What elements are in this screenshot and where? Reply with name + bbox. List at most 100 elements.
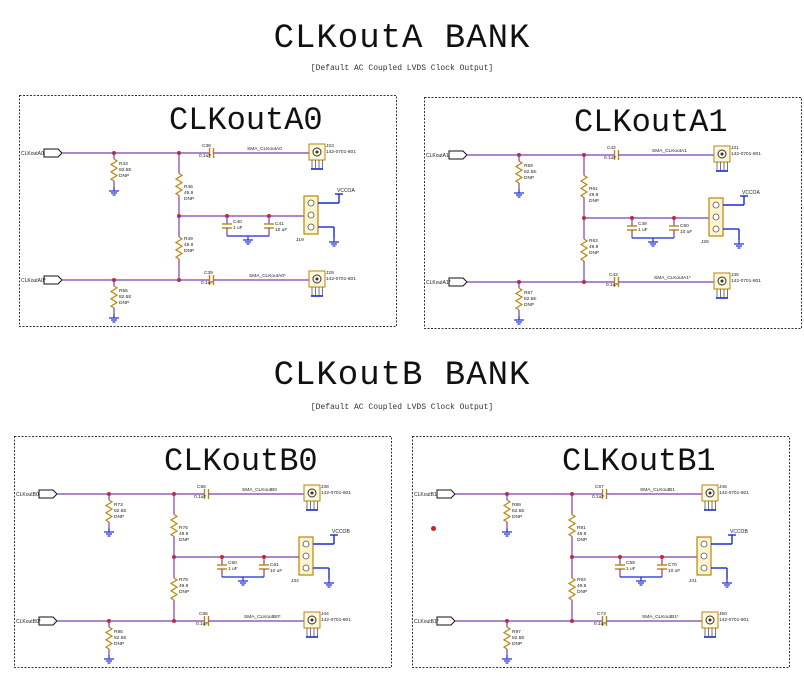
resistor-value: 49.9	[184, 242, 194, 248]
cap-label: C43	[609, 272, 618, 278]
resistor-symbol	[567, 577, 577, 601]
cap-label: C73	[597, 611, 606, 617]
resistor-value: 82.5E	[114, 508, 127, 514]
resistor-symbol	[174, 172, 184, 197]
panel-title: CLKoutB0	[164, 443, 318, 480]
resistor-dnp: DNP	[184, 248, 194, 254]
resistor-dnp: DNP	[114, 641, 124, 647]
resistor-label: R76	[179, 525, 188, 531]
stray-dot	[431, 526, 436, 531]
sma-connector-icon	[312, 147, 322, 157]
header-pin-icon	[700, 564, 708, 572]
port-flag-icon	[43, 148, 63, 158]
cap-value: 0.1uF	[199, 153, 211, 159]
connector-label: J50	[719, 611, 727, 617]
cap-label: C50	[680, 223, 689, 229]
resistor-label: R55	[119, 288, 128, 294]
cap-value: 0.1uF	[604, 155, 616, 161]
net-label: SMA_CLKoutA0*	[249, 273, 286, 279]
resistor-symbol	[514, 160, 524, 184]
resistor-value: 82.5E	[119, 294, 132, 300]
sma-connector-icon	[310, 618, 314, 622]
header-pin-icon	[712, 213, 720, 221]
header-label: J41	[689, 578, 697, 584]
sma-connector-icon	[307, 615, 317, 625]
panel-border	[424, 97, 802, 329]
panel-border	[412, 436, 790, 668]
sma-connector-icon	[315, 150, 319, 154]
sma-connector-icon	[312, 274, 322, 284]
port-flag-icon	[448, 150, 468, 160]
cap-label: C70	[668, 562, 677, 568]
resistor-symbol	[104, 499, 114, 523]
port-label-negative: CLKoutB1*	[414, 619, 439, 625]
cap-value: 0.1uF	[592, 494, 604, 500]
cap-value: 0.1uF	[594, 621, 606, 627]
cap-label: C42	[607, 145, 616, 151]
cap-value: 10 uF	[270, 568, 282, 574]
connector-part: 142-0701-801	[326, 276, 356, 282]
cap-label: C69	[626, 560, 635, 566]
port-label-positive: CLKoutB1	[414, 492, 437, 498]
header-pin-icon	[712, 225, 720, 233]
resistor-symbol	[109, 158, 119, 182]
panel-title: CLKoutA1	[574, 104, 728, 141]
resistor-label: R46	[184, 184, 193, 190]
connector-part: 142-0701-801	[731, 278, 761, 284]
schematic-svg: CLKoutA0CLKoutA0R4382.5EDNPC380.1uFSMA_C…	[19, 95, 397, 327]
panel-border	[14, 436, 392, 668]
header-pin-icon	[307, 223, 315, 231]
sma-connector-icon	[705, 615, 715, 625]
cap-label: C49	[638, 221, 647, 227]
cap-value: 1 uF	[626, 566, 636, 572]
resistor-value: 82.5E	[114, 635, 127, 641]
net-label: SMA_CLKoutB0	[242, 487, 277, 493]
net-label: SMA_CLKoutA0	[247, 146, 282, 152]
resistor-label: R43	[119, 161, 128, 167]
resistor-symbol	[579, 238, 589, 262]
panel-title: CLKoutA0	[169, 102, 323, 139]
cap-label: C56	[197, 484, 206, 490]
bank-a-subtitle: [Default AC Coupled LVDS Clock Output]	[310, 64, 494, 73]
resistor-dnp: DNP	[184, 196, 194, 202]
resistor-value: 49.9	[179, 583, 189, 589]
net-label: SMA_CLKoutA1*	[654, 275, 691, 281]
port-label-positive: CLKoutB0	[16, 492, 39, 498]
resistor-value: 49.9	[577, 583, 587, 589]
header-label: J19	[296, 237, 304, 243]
cap-label: C38	[202, 143, 211, 149]
vcc-label: VCCOA	[337, 188, 355, 194]
resistor-value: 82.5E	[524, 169, 537, 175]
net-label: SMA_CLKoutB1	[640, 487, 675, 493]
cap-value: 1 uF	[233, 225, 243, 231]
resistor-value: 49.9	[589, 192, 599, 198]
resistor-label: R91	[577, 525, 586, 531]
header-label: J26	[701, 239, 709, 245]
cap-label: C67	[595, 484, 604, 490]
resistor-dnp: DNP	[589, 250, 599, 256]
panel-title: CLKoutB1	[562, 443, 716, 480]
resistor-symbol	[514, 287, 524, 311]
resistor-value: 82.5E	[512, 635, 525, 641]
schematic-svg: CLKoutB0CLKoutB0R7382.5EDNPC560.1uFSMA_C…	[14, 436, 392, 668]
resistor-dnp: DNP	[179, 589, 189, 595]
connector-part: 142-0701-801	[321, 490, 351, 496]
connector-part: 142-0701-801	[731, 151, 761, 157]
resistor-dnp: DNP	[577, 589, 587, 595]
connector-label: J23	[326, 143, 334, 149]
cap-value: 0.1uF	[606, 282, 618, 288]
header-pin-icon	[700, 540, 708, 548]
connector-part: 142-0701-801	[321, 617, 351, 623]
resistor-value: 49.9	[184, 190, 194, 196]
port-flag-icon	[436, 616, 456, 626]
header-label: J34	[291, 578, 299, 584]
resistor-dnp: DNP	[589, 198, 599, 204]
port-flag-icon	[43, 275, 63, 285]
resistor-value: 82.5E	[512, 508, 525, 514]
schematic-svg: CLKoutB1CLKoutB1R8982.5EDNPC670.1uFSMA_C…	[412, 436, 790, 668]
net-label: SMA_CLKoutB0*	[244, 614, 281, 620]
cap-value: 10 uF	[680, 229, 692, 235]
